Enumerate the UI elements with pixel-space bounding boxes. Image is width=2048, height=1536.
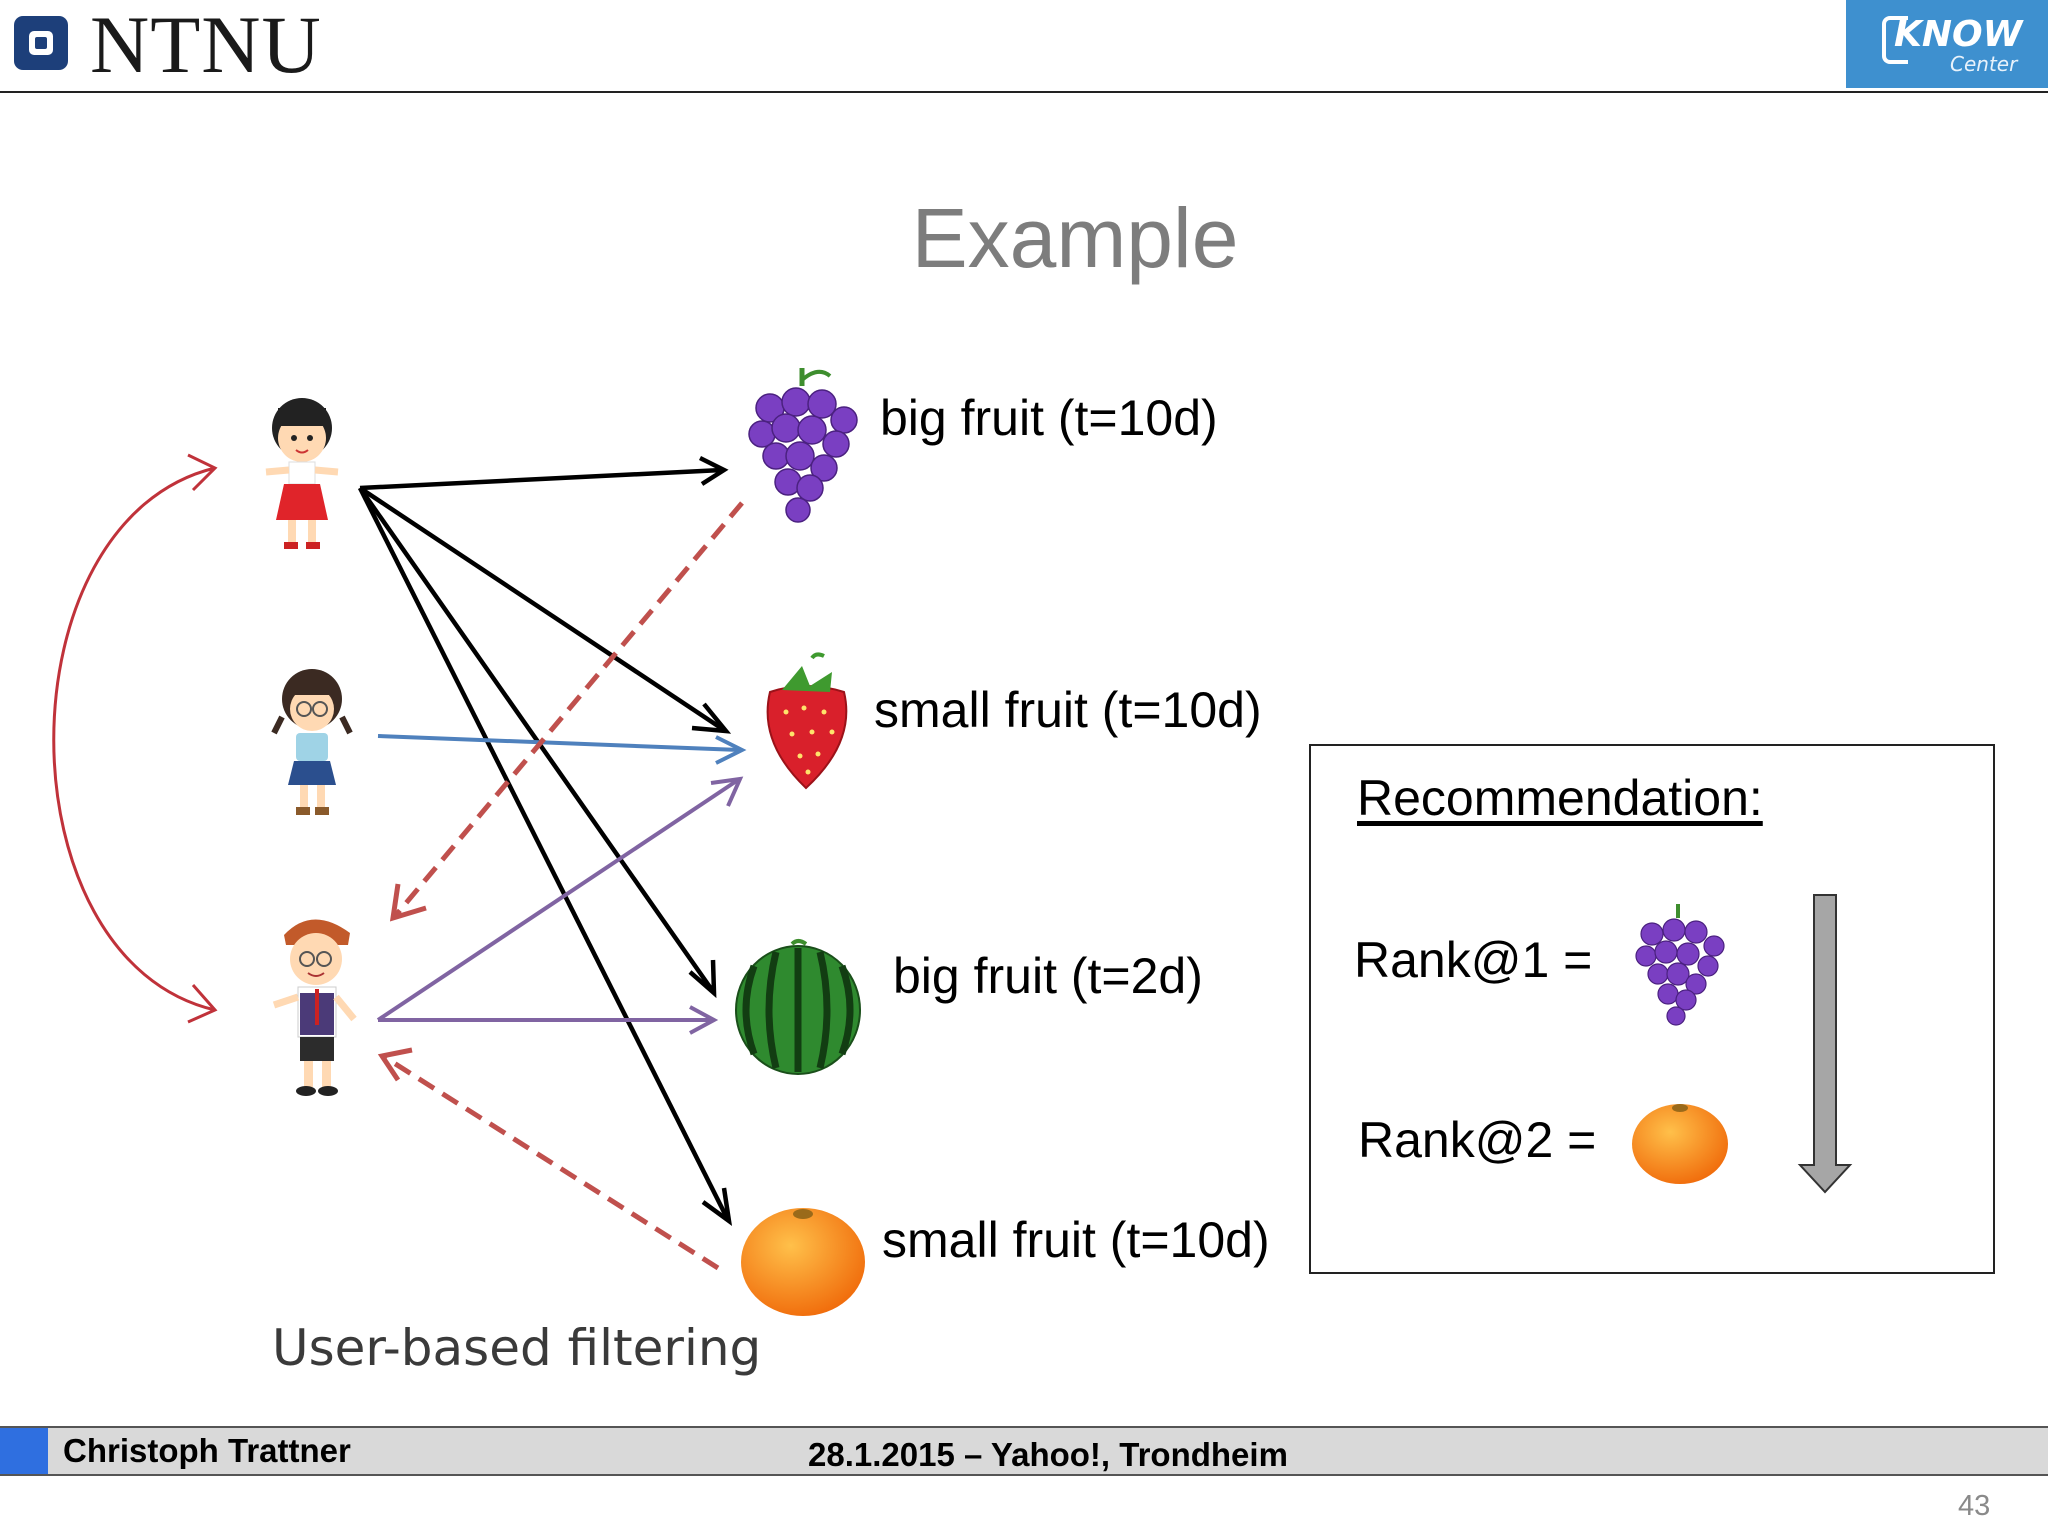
orange-icon — [1632, 1104, 1728, 1184]
slide-title: Example — [911, 191, 1239, 285]
old-man-icon — [272, 919, 357, 1096]
girl-red-skirt-icon — [265, 398, 339, 549]
item-label-grapes: big fruit (t=10d) — [880, 390, 1218, 446]
diagram-caption: User-based filtering — [272, 1319, 762, 1377]
item-label-orange: small fruit (t=10d) — [882, 1212, 1270, 1268]
rank-2-label: Rank@2 = — [1358, 1112, 1597, 1168]
grapes-icon — [1635, 904, 1725, 1026]
item-label-strawberry: small fruit (t=10d) — [874, 682, 1262, 738]
footer-event: 28.1.2015 – Yahoo!, Trondheim — [808, 1436, 1288, 1473]
item-label-watermelon: big fruit (t=2d) — [893, 948, 1203, 1004]
girl-glasses-icon — [271, 669, 353, 815]
recommendation-box — [1309, 744, 1995, 1274]
ranking-order-arrow — [1797, 894, 1853, 1194]
header-divider — [0, 91, 2048, 93]
footer-author: Christoph Trattner — [63, 1432, 351, 1469]
footer-bar — [0, 1426, 2048, 1476]
recommendation-edges — [384, 501, 744, 1271]
know-center-logo: KNOW Center — [1846, 0, 2048, 88]
user3-edges — [376, 776, 744, 1035]
ntnu-wordmark: NTNU — [90, 0, 322, 90]
user1-edges — [357, 455, 733, 1227]
strawberry-icon — [766, 652, 848, 790]
user2-edge — [377, 734, 747, 765]
watermelon-icon — [735, 939, 861, 1075]
orange-icon — [741, 1208, 865, 1316]
ntnu-logo-icon — [14, 16, 68, 70]
know-logo-sub: Center — [1950, 52, 2018, 76]
grapes-icon — [748, 368, 858, 523]
rank-1-label: Rank@1 = — [1354, 932, 1593, 988]
page-number: 43 — [1958, 1490, 1991, 1522]
footer-accent — [0, 1428, 48, 1474]
similarity-arc — [52, 453, 218, 1024]
recommendation-heading: Recommendation: — [1357, 770, 1763, 826]
know-logo-word: KNOW — [1894, 14, 2023, 55]
